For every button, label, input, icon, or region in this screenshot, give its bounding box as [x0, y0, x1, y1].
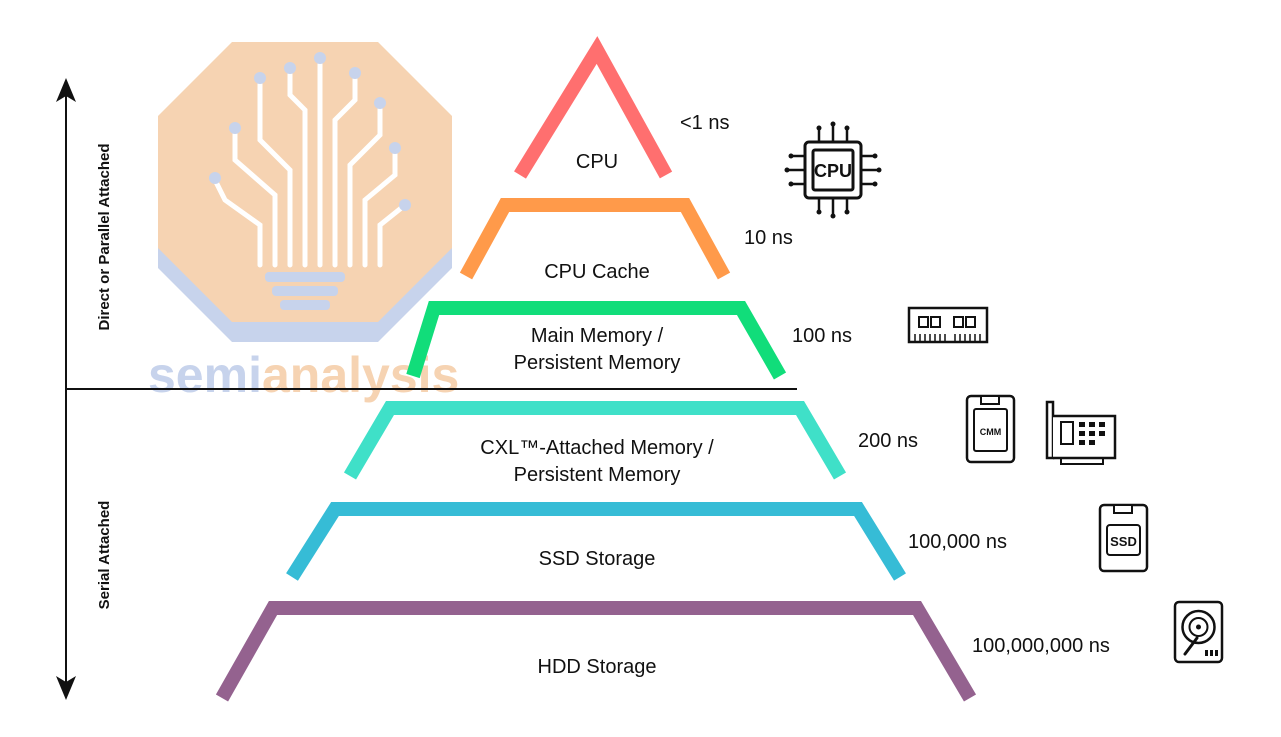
arrow-head-down [56, 676, 76, 700]
cmm-module-icon: CMM [965, 394, 1016, 464]
tier-cpu-latency: <1 ns [680, 112, 729, 134]
watermark-text-part1: semi [148, 347, 262, 403]
watermark-logo: semianalysis [148, 42, 459, 403]
expansion-card-icon [1045, 400, 1117, 465]
pyramid-tiers: CPU <1 ns CPU Cache 10 ns Main Memory / … [215, 36, 1110, 702]
cpu-chip-icon: CPU [784, 121, 882, 219]
tier-cpu-cache-label: CPU Cache [544, 261, 650, 283]
tier-main-memory-label-line1: Main Memory / [531, 325, 664, 347]
tier-main-memory: Main Memory / Persistent Memory 100 ns [406, 301, 852, 380]
watermark-bulb-base [265, 272, 345, 310]
upper-axis-label: Direct or Parallel Attached [96, 143, 113, 330]
watermark-circuit-nodes [209, 52, 411, 211]
tier-cpu-cache: CPU Cache 10 ns [459, 198, 793, 283]
tier-cpu-cache-latency: 10 ns [744, 227, 793, 249]
tier-hdd: HDD Storage 100,000,000 ns [215, 601, 1110, 702]
tier-main-memory-label-line2: Persistent Memory [514, 352, 681, 374]
tier-hdd-label: HDD Storage [538, 656, 657, 678]
tier-hdd-latency: 100,000,000 ns [972, 635, 1110, 657]
lower-axis-label: Serial Attached [96, 501, 113, 610]
tier-cpu-shape [514, 36, 673, 179]
cpu-chip-icon-text: CPU [814, 161, 852, 181]
ssd-icon: SSD [1098, 503, 1149, 573]
tier-main-memory-shape [406, 301, 787, 380]
tier-cxl-memory-shape [343, 401, 847, 480]
tier-cpu-label: CPU [576, 151, 618, 173]
tier-ssd-latency: 100,000 ns [908, 531, 1007, 553]
ram-module-icon [907, 306, 989, 344]
tier-cxl-memory: CXL™-Attached Memory / Persistent Memory… [343, 401, 918, 486]
tier-main-memory-latency: 100 ns [792, 325, 852, 347]
tier-cxl-memory-label-line2: Persistent Memory [514, 464, 681, 486]
arrow-head-up [56, 78, 76, 102]
tier-cxl-memory-latency: 200 ns [858, 430, 918, 452]
watermark-circuit-tree-icon [212, 57, 408, 268]
ssd-icon-text: SSD [1110, 534, 1137, 549]
tier-cpu: CPU <1 ns [514, 36, 729, 179]
watermark-text: semianalysis [148, 347, 459, 403]
tier-cxl-memory-label-line1: CXL™-Attached Memory / [480, 437, 714, 459]
watermark-text-part2: analysis [262, 347, 459, 403]
cmm-module-icon-text: CMM [980, 427, 1002, 437]
hdd-icon [1173, 600, 1224, 664]
tier-ssd: SSD Storage 100,000 ns [286, 502, 1007, 581]
tier-ssd-label: SSD Storage [539, 548, 656, 570]
tier-cpu-cache-shape [459, 198, 731, 280]
tier-ssd-shape [286, 502, 906, 581]
tier-hdd-shape [215, 601, 977, 702]
